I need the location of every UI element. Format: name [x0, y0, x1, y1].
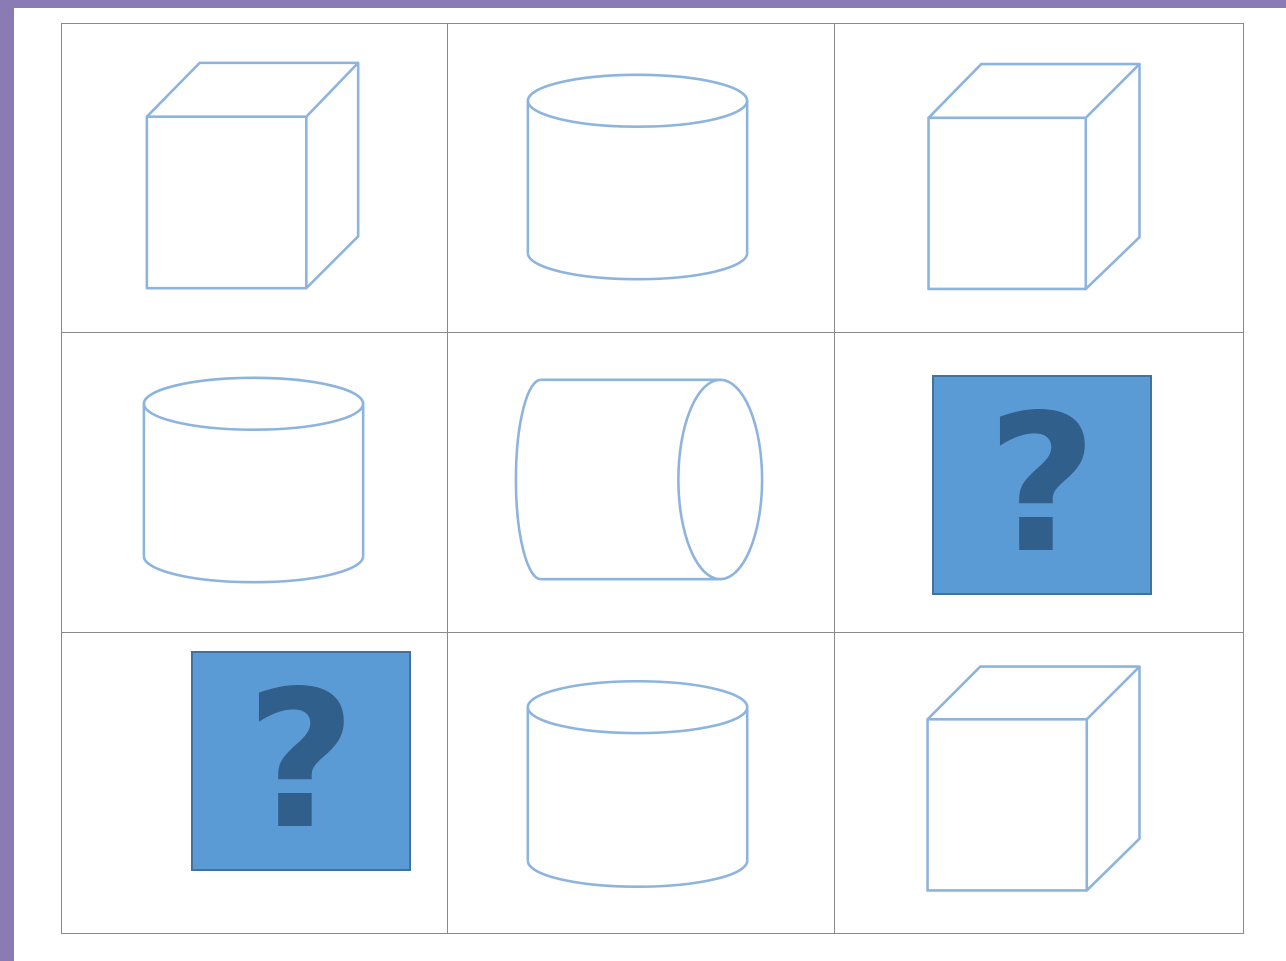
- cell-r2-c3: ?: [835, 333, 1243, 633]
- cylinder-lying-icon: [448, 333, 834, 632]
- cube-icon: [835, 24, 1243, 332]
- cell-r2-c2: [448, 333, 835, 633]
- question-mark-icon: ?: [246, 666, 356, 856]
- cell-r3-c3: [835, 633, 1243, 933]
- cylinder-icon: [448, 633, 834, 933]
- cube-icon: [62, 24, 447, 332]
- slide-frame-left: [0, 0, 14, 961]
- cell-r1-c2: [448, 24, 835, 333]
- question-mark-icon: ?: [987, 390, 1097, 580]
- puzzle-grid: ? ?: [61, 23, 1244, 934]
- cylinder-icon: [448, 24, 834, 332]
- cell-r1-c3: [835, 24, 1243, 333]
- cell-r3-c1: ?: [62, 633, 448, 933]
- question-box[interactable]: ?: [191, 651, 411, 871]
- cylinder-icon: [62, 333, 447, 632]
- cell-r2-c1: [62, 333, 448, 633]
- cell-r3-c2: [448, 633, 835, 933]
- cube-icon: [835, 633, 1243, 933]
- slide-frame-top: [0, 0, 1286, 8]
- question-box[interactable]: ?: [932, 375, 1152, 595]
- cell-r1-c1: [62, 24, 448, 333]
